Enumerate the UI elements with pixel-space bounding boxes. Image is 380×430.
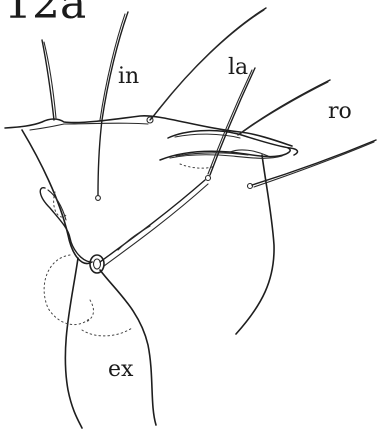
- seta-left: [42, 40, 54, 120]
- seta-ex-shaft: [104, 184, 208, 266]
- lamina-upper-inner: [175, 134, 240, 138]
- figure-number: 12a: [4, 0, 86, 29]
- seta-ro: [252, 140, 376, 185]
- dotted-arc-ex: [86, 300, 93, 322]
- seta-socket-inner: [94, 259, 101, 269]
- seta-socket: [90, 255, 104, 273]
- dotted-curve-ex: [82, 328, 132, 336]
- ex-lobe-outline: [100, 270, 156, 425]
- label-la: la: [228, 55, 248, 80]
- seta-lamellar-cross: [210, 68, 255, 175]
- seta-la: [150, 8, 266, 120]
- seta-ex-tip: [118, 226, 150, 250]
- dorsal-edge: [5, 116, 292, 146]
- dotted-area-lamina: [180, 164, 215, 168]
- dorsal-edge-inner: [30, 123, 148, 130]
- seta-in-base: [96, 196, 101, 201]
- label-in: in: [118, 64, 139, 89]
- seta-lamellar-cross-shaft: [208, 70, 252, 174]
- seta-ro-upper-shaft: [240, 82, 328, 134]
- seta-ex: [100, 180, 205, 262]
- seta-lamellar-cross-base: [206, 176, 211, 181]
- body-outline-lower-left: [65, 258, 82, 428]
- seta-ro-base: [248, 184, 253, 189]
- label-ro: ro: [328, 99, 352, 124]
- label-ex: ex: [108, 357, 134, 382]
- dotted-circle-ex: [44, 255, 90, 325]
- seta-left-shaft: [44, 42, 56, 118]
- body-outline-left: [22, 130, 92, 263]
